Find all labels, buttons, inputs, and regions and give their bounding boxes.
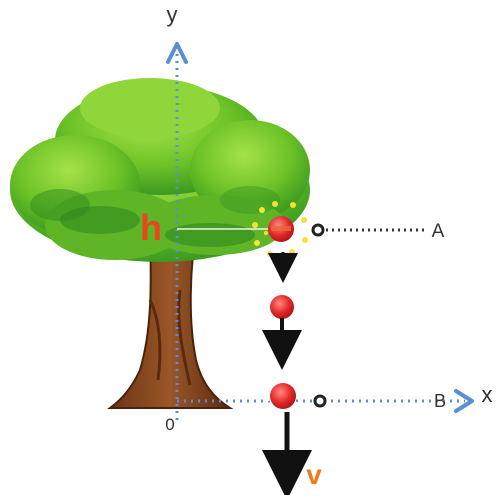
point-a-label: A	[432, 221, 445, 242]
origin-label: 0	[165, 415, 174, 434]
y-axis-label: y	[167, 2, 178, 27]
point-c-marker	[313, 394, 327, 408]
point-b-label: B	[434, 391, 446, 411]
x-axis-label: x	[482, 382, 493, 407]
velocity-label: v	[306, 459, 322, 490]
tree-canopy	[10, 78, 310, 262]
point-a-marker	[311, 223, 325, 237]
x-axis	[177, 389, 474, 413]
apple-middle	[270, 295, 294, 319]
apple-top	[268, 216, 294, 242]
height-label: h	[140, 207, 162, 248]
apple-bottom	[267, 380, 299, 412]
y-axis	[166, 42, 188, 420]
